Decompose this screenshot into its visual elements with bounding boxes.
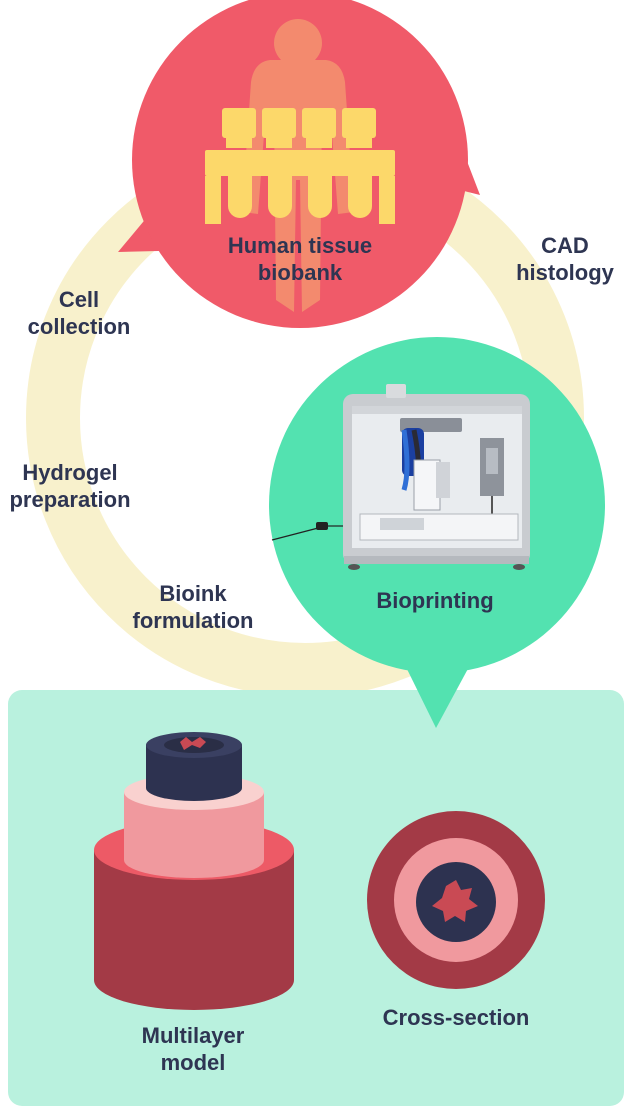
test-tube-rack-icon — [205, 108, 395, 224]
cross-section-illustration — [367, 811, 545, 989]
cell-collection-label: Cell collection — [27, 287, 131, 339]
hydrogel-preparation-label: Hydrogel preparation — [9, 460, 131, 512]
human-silhouette-icon — [242, 19, 354, 312]
bioprinter-illustration — [271, 384, 530, 570]
bioprinting-label: Bioprinting — [376, 588, 494, 613]
multilayer-model-label: Multilayer model — [141, 1023, 245, 1075]
cross-section-label: Cross-section — [382, 1005, 530, 1030]
biobank-label: Human tissue biobank — [227, 233, 373, 285]
bioink-formulation-label: Bioink formulation — [132, 581, 254, 633]
cad-histology-label: CAD histology — [516, 233, 614, 285]
multilayer-cylinder-illustration — [94, 732, 294, 1010]
